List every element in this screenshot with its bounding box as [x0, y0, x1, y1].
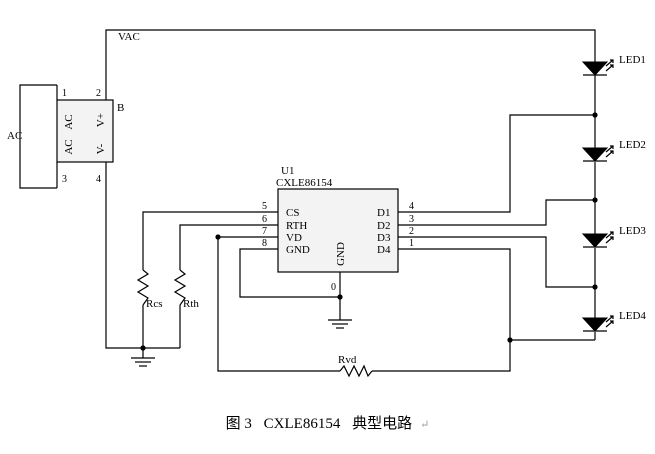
ground-symbol-left [131, 357, 155, 367]
ic-pin4: 4 [409, 201, 414, 212]
resistor-rth: Rth [173, 269, 199, 310]
ic-u1: U1 CXLE86154 CS RTH VD GND D1 D2 D3 D4 G… [262, 165, 414, 293]
bridge-pin3: 3 [62, 174, 67, 185]
ic-d1-label: D1 [377, 207, 390, 219]
ic-cs-label: CS [286, 207, 299, 219]
ground-symbol-ic [328, 319, 352, 329]
ic-part-label: CXLE86154 [276, 177, 333, 189]
ic-pin2: 2 [409, 226, 414, 237]
ic-gnd-label: GND [286, 244, 310, 256]
ac-source-label: AC [7, 130, 22, 142]
resistor-rvd: Rvd [338, 354, 373, 378]
bridge-pin2: 2 [96, 88, 101, 99]
led2-label: LED2 [619, 139, 646, 151]
figure-caption: 图 3 CXLE86154 典型电路 ↵ [0, 412, 655, 433]
led4: LED4 [581, 310, 646, 332]
bridge-b-label: B [117, 102, 124, 114]
led4-label: LED4 [619, 310, 646, 322]
ic-rth-label: RTH [286, 220, 307, 232]
led1-label: LED1 [619, 54, 646, 66]
led1: LED1 [581, 54, 646, 76]
ic-vd-label: VD [286, 232, 302, 244]
bridge-vminus-label: V- [95, 143, 107, 154]
rth-label: Rth [183, 298, 199, 310]
wires [19, 29, 596, 372]
ic-d2-label: D2 [377, 220, 390, 232]
ic-d3-label: D3 [377, 232, 391, 244]
bridge-rectifier: B 1 2 3 4 AC AC V+ V- [56, 85, 124, 188]
led3: LED3 [581, 225, 646, 248]
caption-title: 典型电路 [352, 416, 413, 432]
junctions [140, 112, 598, 351]
ic-pin6: 6 [262, 214, 267, 225]
rvd-label: Rvd [338, 354, 357, 366]
ic-pin7: 7 [262, 226, 267, 237]
vac-label: VAC [118, 31, 140, 43]
ic-pin5: 5 [262, 201, 267, 212]
bridge-ac2-label: AC [63, 139, 75, 154]
return-mark: ↵ [420, 419, 430, 431]
bridge-pin1: 1 [62, 88, 67, 99]
led2: LED2 [581, 139, 646, 162]
ic-pin8: 8 [262, 238, 267, 249]
caption-figure-number: 图 3 [225, 416, 252, 432]
bridge-pin4: 4 [96, 174, 101, 185]
bridge-ac1-label: AC [63, 114, 75, 129]
led3-label: LED3 [619, 225, 646, 237]
caption-part-number: CXLE86154 [263, 416, 341, 432]
ic-pin1: 1 [409, 238, 414, 249]
rcs-label: Rcs [146, 298, 163, 310]
ic-ref-label: U1 [281, 165, 294, 177]
bridge-vplus-label: V+ [95, 113, 107, 127]
ic-gnd-bottom-label: GND [335, 242, 347, 266]
circuit-schematic: B 1 2 3 4 AC AC V+ V- AC VAC U1 CXLE8615… [7, 29, 646, 378]
ic-pin3: 3 [409, 214, 414, 225]
ic-pin0: 0 [331, 282, 336, 293]
resistor-rcs: Rcs [136, 269, 163, 310]
ic-d4-label: D4 [377, 244, 391, 256]
